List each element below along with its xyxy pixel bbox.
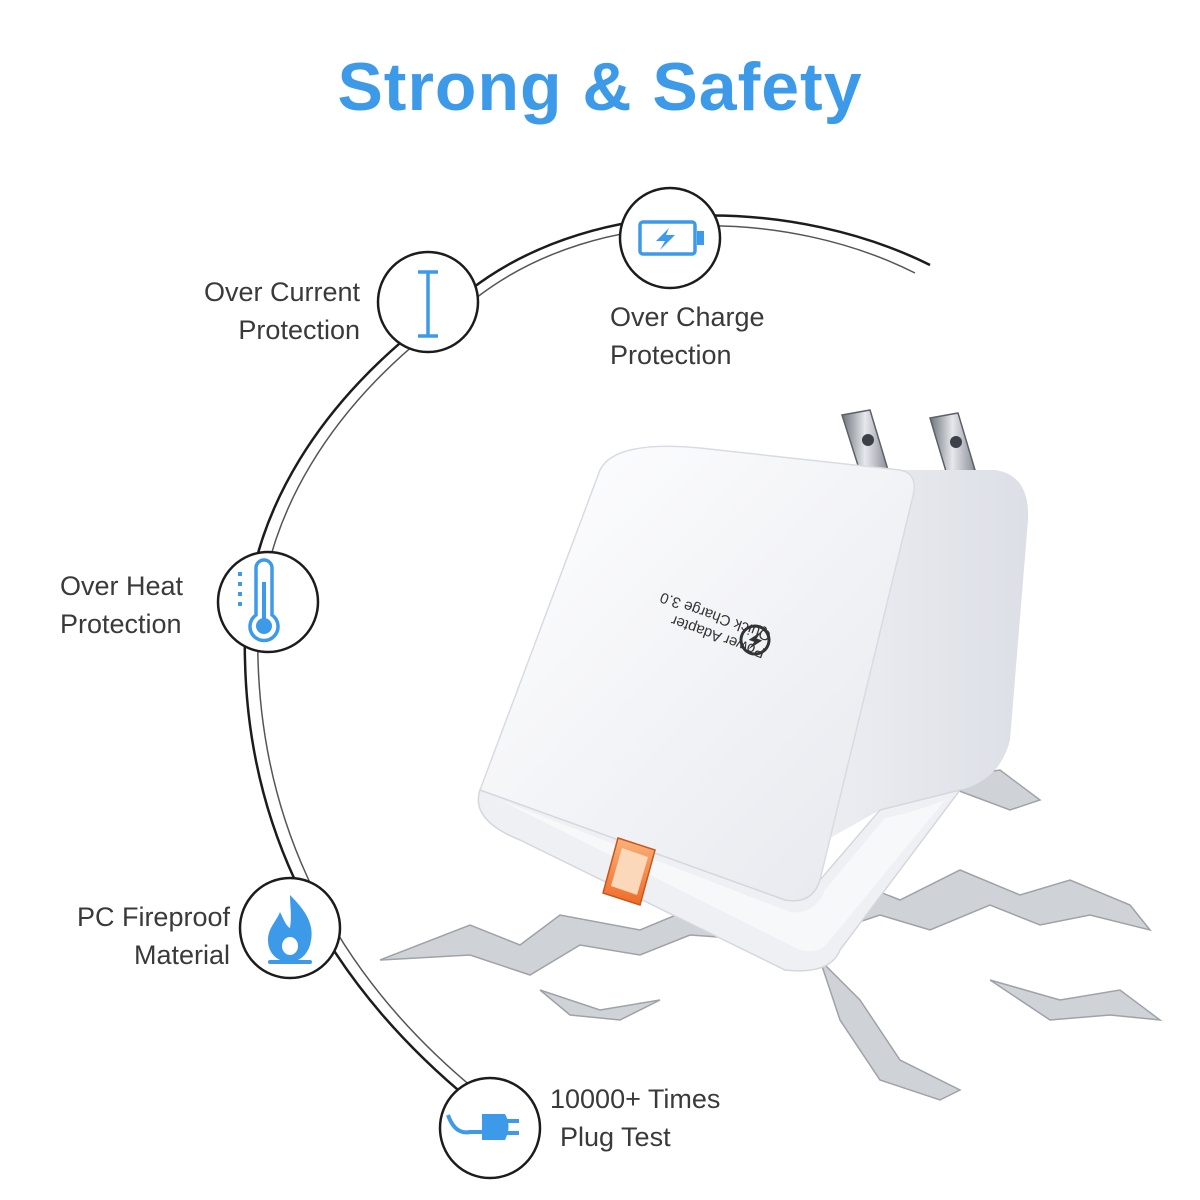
- charger-body: [477, 409, 1029, 972]
- battery-charge-badge: [618, 186, 722, 290]
- current-limit-badge: [376, 250, 480, 354]
- quick-charge-logo: [739, 624, 771, 656]
- thermometer-icon: [238, 558, 280, 643]
- ground-cracks: [379, 769, 1163, 1101]
- feature-over-heat: Over Heat Protection: [60, 571, 184, 639]
- flame-icon: [268, 895, 312, 964]
- feature-fireproof: PC Fireproof Material: [76, 902, 230, 970]
- flame-badge: [238, 876, 342, 980]
- plug-icon: [446, 1114, 519, 1140]
- feature-plug-test: 10000+ Times Plug Test: [550, 1084, 721, 1152]
- feature-over-charge: Over Charge Protection: [610, 302, 765, 370]
- thermometer-badge: [216, 550, 320, 654]
- feature-over-current: Over Current Protection: [203, 277, 360, 345]
- page-title: Strong & Safety: [337, 49, 863, 125]
- battery-charge-icon: [638, 220, 704, 256]
- plug-badge: [438, 1076, 542, 1180]
- current-limit-icon: [418, 270, 438, 338]
